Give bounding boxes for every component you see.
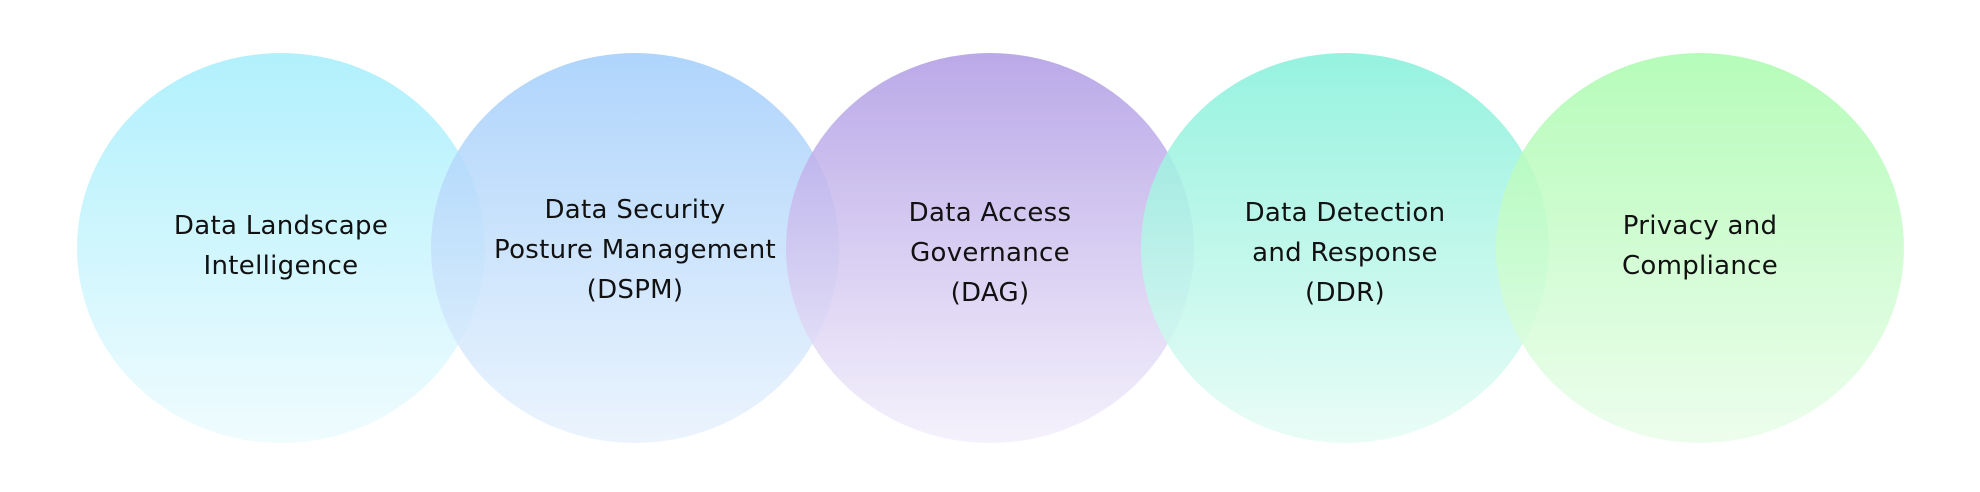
- label-line: Data Access: [908, 198, 1072, 228]
- label-line: Intelligence: [203, 251, 359, 281]
- label-line: Compliance: [1621, 251, 1779, 281]
- label-line: Governance: [910, 238, 1070, 268]
- label-line: Data Security: [544, 195, 726, 225]
- circle-ddr: [1141, 53, 1549, 443]
- label-line: and Response: [1252, 238, 1438, 268]
- label-line: (DSPM): [586, 275, 684, 305]
- circle-data-landscape-intelligence: [77, 53, 485, 443]
- circle-label-dspm: Data Security Posture Management (DSPM): [485, 190, 785, 310]
- label-line: Posture Management: [494, 235, 776, 265]
- circle-dag: [786, 53, 1194, 443]
- circle-label-data-landscape-intelligence: Data Landscape Intelligence: [131, 206, 431, 286]
- circle-label-dag: Data Access Governance (DAG): [840, 193, 1140, 313]
- label-line: Data Landscape: [173, 211, 389, 241]
- label-line: Privacy and: [1622, 211, 1778, 241]
- circle-dspm: [431, 53, 839, 443]
- label-line: (DDR): [1305, 278, 1385, 308]
- circle-privacy-compliance: [1496, 53, 1904, 443]
- label-line: (DAG): [950, 278, 1030, 308]
- circle-label-privacy-compliance: Privacy and Compliance: [1550, 206, 1850, 286]
- label-line: Data Detection: [1244, 198, 1446, 228]
- circle-label-ddr: Data Detection and Response (DDR): [1195, 193, 1495, 313]
